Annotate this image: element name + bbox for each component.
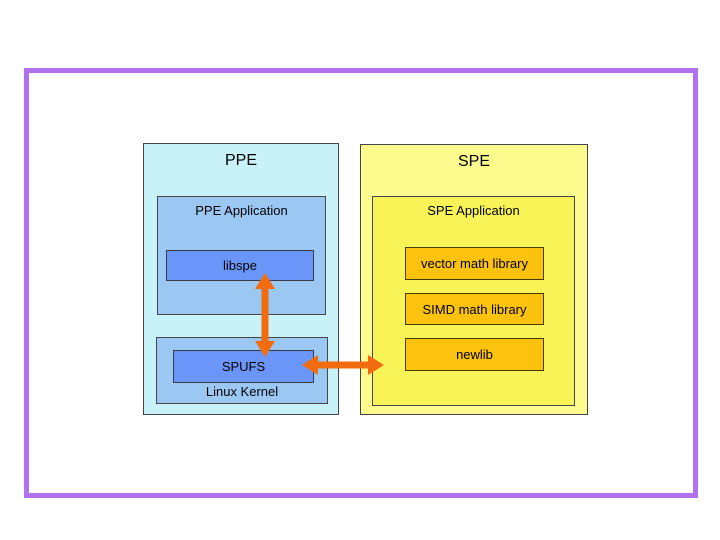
spe-application-label: SPE Application — [427, 203, 520, 218]
spufs-box: SPUFS — [173, 350, 314, 383]
newlib-box: newlib — [405, 338, 544, 371]
newlib-label: newlib — [456, 347, 493, 362]
simd-math-library-box: SIMD math library — [405, 293, 544, 325]
spufs-label: SPUFS — [221, 359, 266, 374]
linux-kernel-label: Linux Kernel — [205, 384, 279, 399]
spe-title: SPE — [457, 153, 490, 170]
vector-math-library-box: vector math library — [405, 247, 544, 280]
libspe-box: libspe — [166, 250, 314, 281]
simd-math-library-label: SIMD math library — [422, 301, 527, 317]
purple-frame-border — [24, 68, 698, 498]
ppe-title: PPE — [224, 152, 257, 169]
ppe-application-label: PPE Application — [195, 203, 288, 218]
vector-math-library-label: vector math library — [421, 256, 528, 271]
libspe-label: libspe — [223, 258, 257, 273]
